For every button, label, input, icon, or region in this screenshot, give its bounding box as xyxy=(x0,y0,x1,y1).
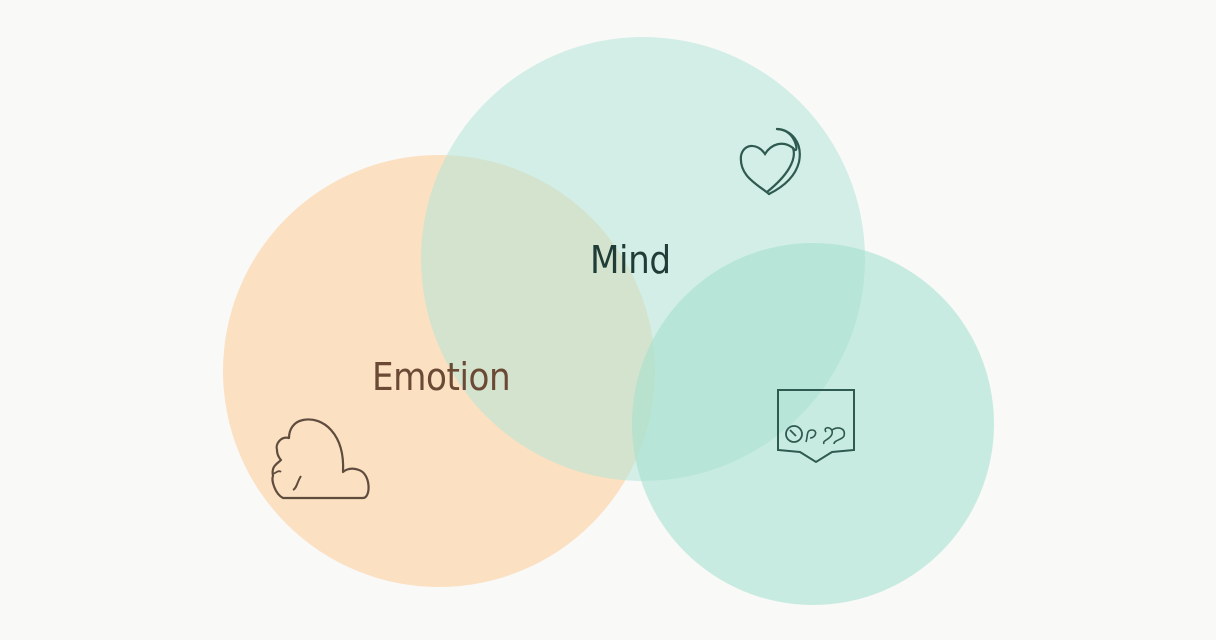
shield-gauge-icon xyxy=(777,389,855,464)
emotion-label: Emotion xyxy=(372,355,511,399)
cloud-head-icon xyxy=(271,418,370,500)
mind-label: Mind xyxy=(590,238,671,282)
third-circle xyxy=(632,243,994,605)
heart-icon xyxy=(739,127,801,196)
